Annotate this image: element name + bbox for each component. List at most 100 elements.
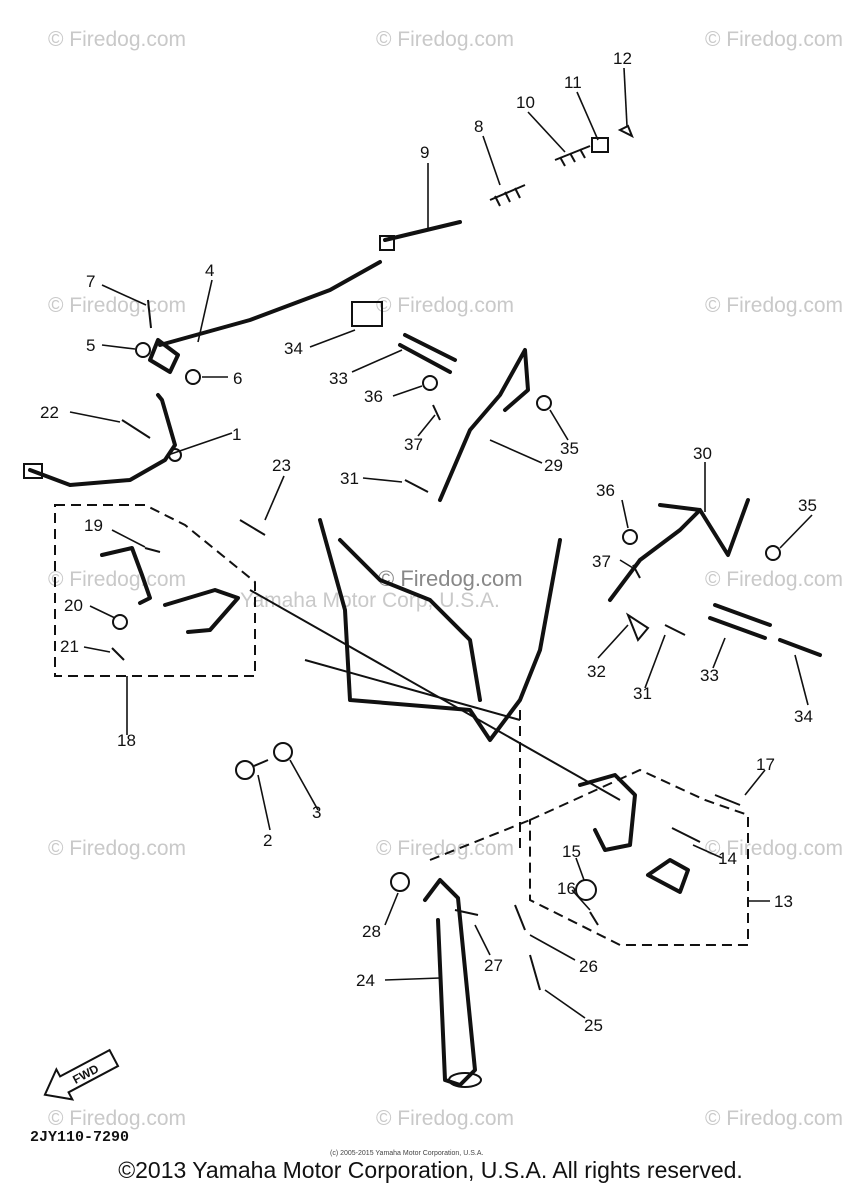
pin-7 bbox=[147, 299, 152, 329]
watermark: © Firedog.com bbox=[48, 28, 186, 51]
leader-24 bbox=[384, 977, 441, 981]
bracket-arm bbox=[438, 348, 530, 502]
callout-13: 13 bbox=[774, 892, 793, 911]
pivot-shaft bbox=[383, 220, 462, 242]
callout-10: 10 bbox=[516, 93, 535, 112]
callout-36b: 36 bbox=[596, 481, 615, 500]
spring-10 bbox=[554, 145, 591, 167]
leader-34b bbox=[794, 654, 809, 706]
spring-25 bbox=[529, 954, 541, 991]
leader-35b bbox=[779, 514, 813, 549]
leader-7 bbox=[101, 284, 147, 306]
callout-37: 37 bbox=[404, 435, 423, 454]
callout-20: 20 bbox=[64, 596, 83, 615]
callout-32: 32 bbox=[587, 662, 606, 681]
callout-14: 14 bbox=[718, 849, 737, 868]
leader-3 bbox=[289, 759, 319, 811]
bolt-17 bbox=[714, 794, 741, 806]
watermark: © Firedog.com bbox=[376, 28, 514, 51]
leader-37 bbox=[417, 414, 436, 437]
washer-20 bbox=[112, 614, 128, 630]
bolt-2 bbox=[235, 760, 255, 780]
bolt-31b bbox=[664, 624, 686, 636]
leader-28 bbox=[384, 892, 399, 926]
leader-36b bbox=[621, 499, 629, 529]
bolt-31 bbox=[404, 479, 429, 493]
bolt-12 bbox=[617, 124, 634, 139]
frame bbox=[235, 518, 621, 801]
watermark-layer: © Firedog.com © Firedog.com © Firedog.co… bbox=[48, 28, 843, 1130]
callout-31b: 31 bbox=[633, 684, 652, 703]
leader-23 bbox=[264, 475, 285, 521]
bushing-28 bbox=[390, 872, 410, 892]
callout-1: 1 bbox=[232, 425, 241, 444]
callout-33: 33 bbox=[329, 369, 348, 388]
leader-33b bbox=[712, 637, 726, 669]
callout-2: 2 bbox=[263, 831, 272, 850]
watermark: © Firedog.com bbox=[48, 294, 186, 317]
leader-32 bbox=[597, 624, 629, 659]
watermark: © Firedog.com bbox=[705, 837, 843, 860]
footpeg-33 bbox=[398, 333, 457, 374]
bolt-2-thread bbox=[253, 759, 269, 767]
washer-6 bbox=[185, 369, 201, 385]
leader-37b bbox=[619, 559, 634, 569]
bolt-22 bbox=[121, 419, 151, 439]
callout-35b: 35 bbox=[798, 496, 817, 515]
pin-34 bbox=[351, 301, 383, 327]
watermark: © Firedog.com bbox=[705, 1107, 843, 1130]
leader-15 bbox=[575, 857, 585, 881]
clip-37 bbox=[432, 404, 441, 421]
nut-5 bbox=[135, 342, 151, 358]
box-13 bbox=[529, 768, 749, 946]
callout-9: 9 bbox=[420, 143, 429, 162]
pin-36 bbox=[422, 375, 438, 391]
callout-7: 7 bbox=[86, 272, 95, 291]
watermark: © Firedog.com bbox=[48, 568, 186, 591]
leader-1 bbox=[167, 432, 233, 456]
leader-31b bbox=[644, 634, 666, 689]
callout-6: 6 bbox=[233, 369, 242, 388]
plate-14 bbox=[646, 858, 690, 894]
watermark: © Firedog.com bbox=[376, 1107, 514, 1130]
watermark: © Firedog.com bbox=[376, 837, 514, 860]
fwd-arrow-icon: FWD bbox=[43, 1048, 120, 1101]
stand-foot bbox=[448, 1072, 482, 1088]
callout-36: 36 bbox=[364, 387, 383, 406]
plate-32 bbox=[625, 612, 650, 642]
callout-35: 35 bbox=[560, 439, 579, 458]
callout-4: 4 bbox=[205, 261, 214, 280]
bracket-19 bbox=[100, 546, 152, 605]
callout-3: 3 bbox=[312, 803, 321, 822]
bolt-23 bbox=[239, 519, 266, 536]
link-arm bbox=[163, 588, 240, 634]
switch-26 bbox=[514, 904, 526, 931]
copyright-footer: ©2013 Yamaha Motor Corporation, U.S.A. A… bbox=[118, 1157, 743, 1183]
footrest-bracket-30 bbox=[608, 498, 822, 657]
pin-34b bbox=[778, 638, 822, 657]
leader-25 bbox=[544, 989, 586, 1019]
callout-19: 19 bbox=[84, 516, 103, 535]
leader-20 bbox=[89, 605, 116, 619]
callout-12: 12 bbox=[613, 49, 632, 68]
leader-10 bbox=[527, 111, 566, 153]
leader-17 bbox=[744, 769, 766, 796]
washer-35b bbox=[765, 545, 781, 561]
leader-8 bbox=[482, 135, 501, 186]
callout-layer: 1 2 3 4 5 6 7 8 9 10 11 12 13 14 15 16 1… bbox=[40, 49, 817, 1035]
callout-16: 16 bbox=[557, 879, 576, 898]
stand-leg bbox=[423, 878, 477, 1087]
frame-outline bbox=[318, 518, 562, 742]
shift-pedal bbox=[23, 393, 182, 487]
collar-11 bbox=[591, 137, 609, 153]
leader-11 bbox=[576, 91, 599, 141]
nut-3 bbox=[273, 742, 293, 762]
callout-34: 34 bbox=[284, 339, 303, 358]
bolt-27 bbox=[454, 909, 479, 916]
leader-31 bbox=[362, 477, 403, 483]
callout-21: 21 bbox=[60, 637, 79, 656]
leader-33 bbox=[351, 349, 403, 373]
watermark: © Firedog.com bbox=[705, 568, 843, 591]
shift-rod-assembly bbox=[135, 124, 634, 385]
callout-8: 8 bbox=[474, 117, 483, 136]
